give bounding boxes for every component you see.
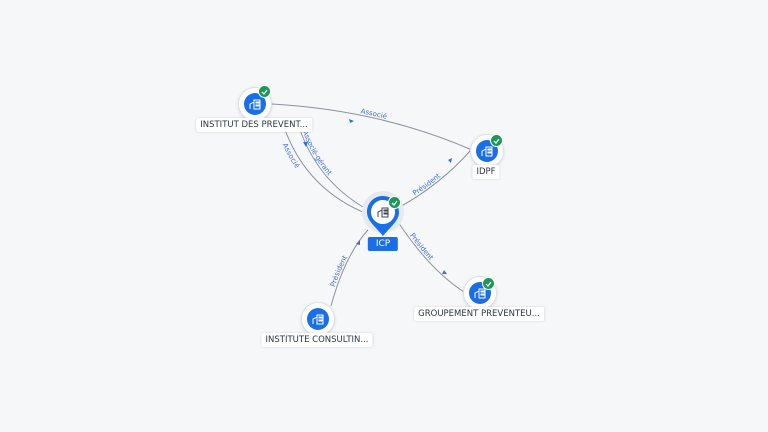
edge-institut-center-associe-gerant[interactable]: Associé-gérant <box>299 129 373 213</box>
node-label-groupement[interactable]: GROUPEMENT PREVENTEU... <box>414 307 544 321</box>
edge-center-idpf[interactable]: Président <box>397 149 472 209</box>
svg-text:Président: Président <box>411 172 442 198</box>
edge-consulting-center[interactable]: Président <box>329 229 369 307</box>
verified-check-icon <box>490 134 503 147</box>
verified-check-icon <box>482 277 495 290</box>
node-label-consulting[interactable]: INSTITUTE CONSULTIN... <box>261 333 373 347</box>
edge-arrow-icon <box>303 142 308 147</box>
edge-arrow-icon <box>448 158 452 163</box>
edge-arrow-icon <box>356 240 360 245</box>
svg-text:Associé: Associé <box>281 142 302 170</box>
edge-label: Président <box>329 254 349 288</box>
edge-center-groupement[interactable]: Président <box>397 221 465 293</box>
verified-check-icon <box>388 196 401 209</box>
svg-text:Associé-gérant: Associé-gérant <box>301 129 334 177</box>
edge-label: Associé-gérant <box>301 129 334 177</box>
center-node-label[interactable]: ICP <box>367 237 399 251</box>
edge-label: Associé <box>360 107 388 121</box>
node-label-idpf[interactable]: IDPF <box>472 165 500 179</box>
verified-check-icon <box>258 85 271 98</box>
building-icon <box>307 308 329 330</box>
building-icon <box>244 93 266 115</box>
svg-text:Président: Président <box>408 232 435 262</box>
building-icon <box>377 207 389 218</box>
edge-label: Président <box>408 232 435 262</box>
edge-label: Associé <box>281 142 302 170</box>
svg-text:Associé: Associé <box>360 107 388 121</box>
edge-arrow-icon <box>349 119 354 123</box>
node-label-institut[interactable]: INSTITUT DES PREVENT... <box>196 118 312 132</box>
node-circle[interactable] <box>301 302 335 336</box>
edge-label: Président <box>411 172 442 198</box>
edge-arrow-icon <box>442 270 447 274</box>
svg-text:Président: Président <box>329 254 349 288</box>
